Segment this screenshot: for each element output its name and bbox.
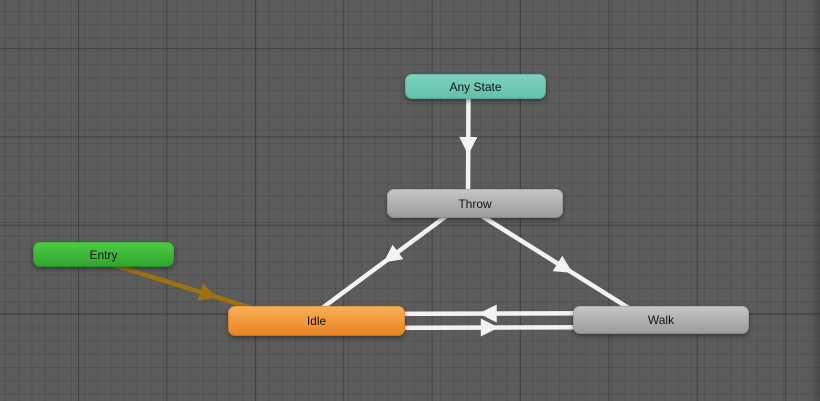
transition-arrowhead-icon	[383, 244, 404, 263]
state-node-label: Idle	[306, 314, 327, 328]
state-node-label: Entry	[89, 247, 118, 262]
transition-arrowhead-icon	[552, 255, 573, 273]
state-node-label: Any State	[449, 79, 502, 94]
transition-arrowhead-icon	[478, 304, 497, 323]
state-node-any-state[interactable]: Any State	[405, 74, 546, 99]
state-node-throw[interactable]: Throw	[387, 189, 563, 218]
state-node-label: Walk	[647, 313, 675, 327]
transition-arrowhead-icon	[197, 283, 218, 301]
state-node-walk[interactable]: Walk	[573, 306, 749, 334]
transition-arrowhead-icon	[459, 136, 478, 155]
state-node-idle-default[interactable]: Idle	[228, 306, 405, 336]
state-node-label: Throw	[458, 196, 492, 211]
state-node-entry[interactable]: Entry	[33, 242, 174, 267]
transition-any-state-to-throw[interactable]	[459, 86, 478, 204]
transition-arrowhead-icon	[480, 318, 499, 337]
